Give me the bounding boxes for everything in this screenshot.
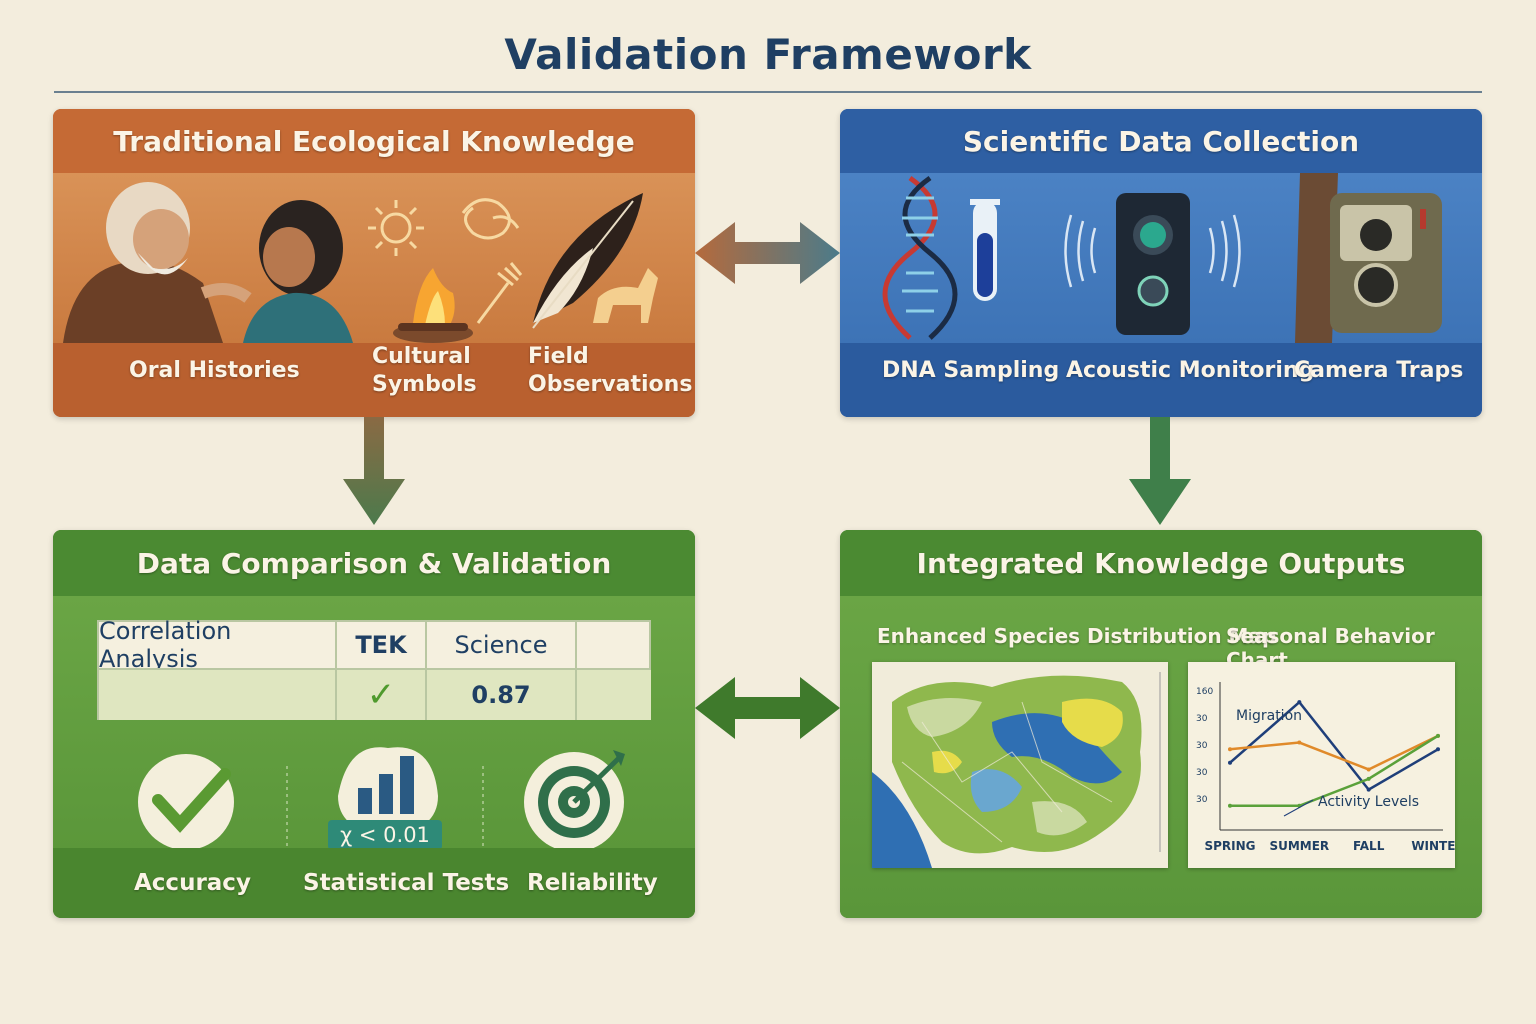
- oral-histories-label: Oral Histories: [129, 358, 300, 383]
- field-observations-label-line2: Observations: [528, 372, 693, 397]
- table-cell-empty: [99, 670, 337, 720]
- dna-sampling-label: DNA Sampling: [882, 358, 1060, 383]
- map-label: Enhanced Species Distribution Map: [877, 624, 1277, 648]
- y-tick-label: 160: [1196, 687, 1213, 697]
- camera-trap-icon: [1295, 173, 1442, 343]
- x-tick-label: FALL: [1353, 839, 1385, 853]
- y-tick-label: 30: [1196, 795, 1208, 805]
- statistical-tests-label: Statistical Tests: [303, 870, 510, 896]
- metrics-labels-bar: Accuracy Statistical Tests Reliability: [53, 848, 695, 918]
- tek-panel-heading: Traditional Ecological Knowledge: [53, 109, 695, 173]
- series-point: [1297, 700, 1302, 705]
- science-illustration: [840, 173, 1482, 343]
- series-point: [1366, 787, 1371, 792]
- series-point: [1228, 747, 1232, 752]
- outputs-panel-heading: Integrated Knowledge Outputs: [840, 530, 1482, 596]
- feather-icon: [532, 193, 643, 329]
- down-arrow-left: [343, 417, 405, 525]
- series-point: [1366, 767, 1371, 772]
- spiral-symbol-icon: [461, 198, 520, 240]
- table-cell-empty-2: [577, 670, 651, 720]
- checkmark-icon: [138, 754, 234, 848]
- y-tick-label: 30: [1196, 768, 1208, 778]
- science-panel-heading: Scientific Data Collection: [840, 109, 1482, 173]
- metric-icons: [138, 747, 625, 848]
- sun-icon: [368, 200, 424, 256]
- x-tick-label: SUMMER: [1269, 839, 1329, 853]
- table-header-tek: TEK: [337, 622, 427, 668]
- bar-chart-icon: [338, 747, 438, 836]
- x-tick-label: WINTER: [1411, 839, 1455, 853]
- table-cell-tek-check: ✓: [337, 670, 427, 720]
- comparison-body: Correlation Analysis TEK Science ✓ 0.87: [53, 596, 695, 850]
- down-arrow-right: [1129, 417, 1191, 525]
- outputs-panel: Integrated Knowledge Outputs Enhanced Sp…: [840, 530, 1482, 918]
- comparison-panel: Data Comparison & Validation Correlation…: [53, 530, 695, 918]
- outputs-body: Enhanced Species Distribution Map Season…: [840, 596, 1482, 918]
- camera-traps-label: Camera Traps: [1294, 358, 1464, 383]
- x-tick-label: SPRING: [1204, 839, 1255, 853]
- series-line: [1229, 734, 1439, 771]
- table-cell-science-value: 0.87: [427, 670, 577, 720]
- p-value-badge: χ < 0.01: [328, 820, 442, 850]
- target-icon: [524, 750, 625, 848]
- tek-labels-bar: Oral Histories Cultural Symbols Field Ob…: [53, 343, 695, 417]
- acoustic-sensor-icon: [1064, 193, 1241, 335]
- y-tick-label: 30: [1196, 741, 1208, 751]
- fork-symbol-icon: [476, 262, 523, 324]
- table-header-empty: [577, 622, 651, 668]
- accuracy-label: Accuracy: [134, 870, 251, 896]
- title-divider: [54, 91, 1482, 93]
- activity-levels-annotation: Activity Levels: [1318, 794, 1419, 810]
- campfire-icon: [393, 268, 473, 343]
- comparison-panel-heading: Data Comparison & Validation: [53, 530, 695, 596]
- series-point: [1436, 747, 1440, 752]
- science-panel: Scientific Data Collection: [840, 109, 1482, 417]
- table-header-correlation: Correlation Analysis: [99, 617, 337, 673]
- reliability-label: Reliability: [527, 870, 658, 896]
- table-divider: [99, 668, 649, 670]
- series-point: [1366, 776, 1371, 781]
- acoustic-monitoring-label: Acoustic Monitoring: [1066, 358, 1315, 383]
- cultural-symbols-label-line1: Cultural: [372, 344, 471, 369]
- correlation-table: Correlation Analysis TEK Science ✓ 0.87: [97, 617, 651, 720]
- series-point: [1436, 733, 1440, 738]
- elder-and-child-icon: [63, 182, 353, 343]
- table-header-science: Science: [427, 622, 577, 668]
- series-point: [1228, 760, 1232, 765]
- migration-annotation: Migration: [1236, 708, 1302, 724]
- series-line: [1229, 700, 1439, 792]
- field-observations-label-line1: Field: [528, 344, 589, 369]
- tek-illustration: [53, 173, 695, 343]
- bidirectional-arrow-bottom: [695, 677, 840, 739]
- species-distribution-map: [872, 662, 1168, 868]
- bidirectional-arrow-top: [695, 222, 840, 284]
- science-labels-bar: DNA Sampling Acoustic Monitoring Camera …: [840, 343, 1482, 417]
- annotation-pointer: [1283, 799, 1314, 817]
- series-line: [1230, 734, 1439, 808]
- series-point: [1228, 803, 1232, 808]
- tek-panel: Traditional Ecological Knowledge: [53, 109, 695, 417]
- cultural-symbols-label-line2: Symbols: [372, 372, 477, 397]
- test-tube-icon: [970, 199, 1000, 301]
- series-point: [1297, 740, 1302, 745]
- horse-symbol-icon: [593, 268, 658, 323]
- y-tick-label: 30: [1196, 714, 1208, 724]
- dna-icon: [882, 175, 958, 340]
- page-title: Validation Framework: [504, 30, 1032, 79]
